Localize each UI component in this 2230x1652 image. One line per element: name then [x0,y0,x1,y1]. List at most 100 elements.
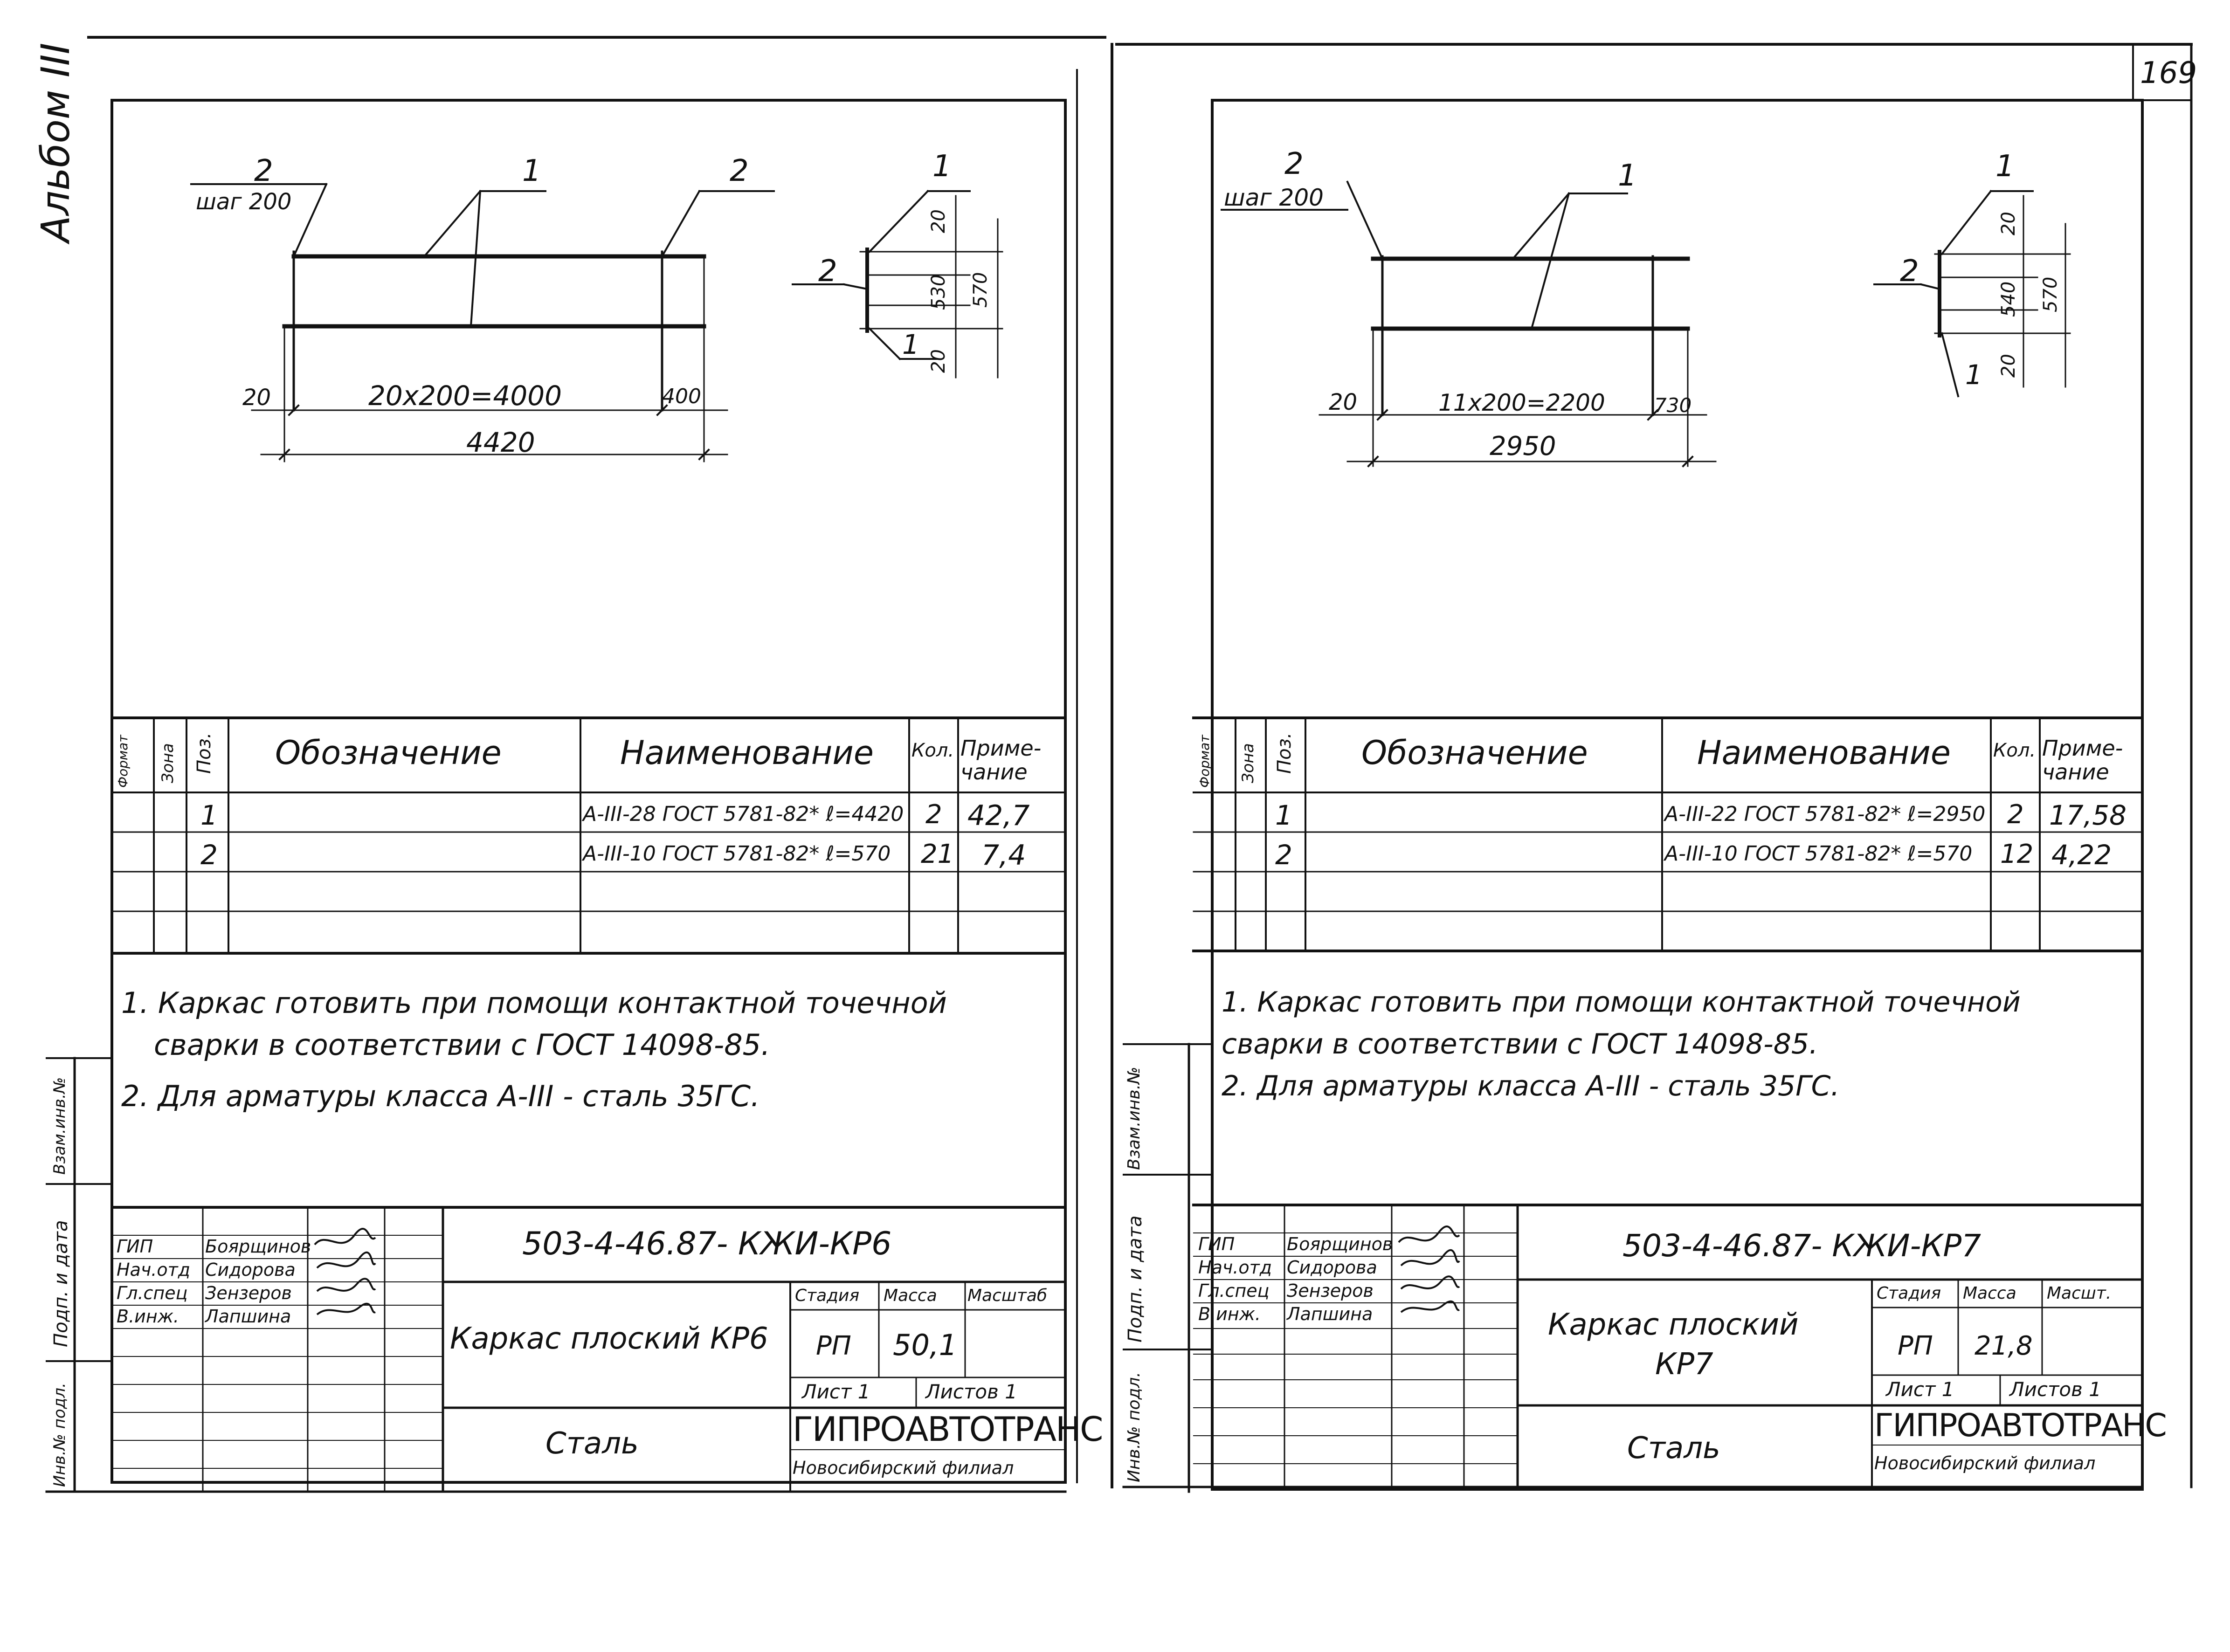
page-number: 169 [2140,56,2197,90]
stage-value-r: РП [1898,1331,1933,1361]
branch-name: Новосибирский филиал [793,1458,1014,1478]
side-label-replace: Взам.инв.№ [50,1077,69,1175]
sec-pos1-top-r: 1 [1995,149,2015,184]
dim-main-r: 11х200=2200 [1438,389,1605,416]
sec-d-bot: 20 [928,349,949,373]
stage-label: Стадия [795,1286,860,1305]
sec-d-top: 20 [928,209,949,233]
signer-role-4: В.инж. [117,1306,180,1327]
signer-role-2-r: Нач.отд [1198,1257,1272,1278]
note-1b-r: сварки в соответствии с ГОСТ 14098-85. [1222,1028,1818,1060]
row2-qty: 21 [921,839,954,869]
signer-name-4: Лапшина [205,1306,291,1327]
sec-pos2: 2 [818,254,837,289]
hdr-designation-r: Обозначение [1361,734,1588,772]
row2-pos-r: 2 [1275,839,1292,871]
hdr-designation: Обозначение [275,734,502,772]
signature-scribbles [314,1228,376,1315]
stage-value: РП [816,1331,851,1361]
step-label: шаг 200 [196,189,292,215]
left-frame [110,99,1067,1484]
dim-total-r: 2950 [1490,431,1556,461]
signer-role-4-r: В.инж. [1198,1304,1261,1324]
sheet-title-r2: КР7 [1655,1347,1713,1382]
signer-role-1: ГИП [117,1236,153,1257]
scale-label: Масштаб [967,1286,1048,1305]
signer-role-3-r: Гл.спец [1198,1280,1270,1301]
sheet-label-r: Лист 1 [1886,1378,1954,1401]
sec-d-mid: 530 [928,274,949,310]
org-name: ГИПРОАВТОТРАНС [793,1410,1103,1449]
pos1-label-r: 1 [1618,158,1637,193]
row2-pos: 2 [200,839,218,871]
signer-role-3: Гл.спец [117,1283,188,1303]
hdr-qty: Кол. [911,740,954,761]
album-label: Альбом III [33,42,78,242]
sec-d-top-r: 20 [1998,212,2019,235]
note-1-r: 1. Каркас готовить при помощи контактной… [1222,986,2021,1019]
step-label-r: шаг 200 [1224,184,1324,211]
stage-label-r: Стадия [1877,1284,1941,1303]
signer-role-2: Нач.отд [117,1260,191,1280]
signature-marks [312,1226,378,1319]
hdr-pos-r: Поз. [1274,732,1295,774]
hdr-qty-r: Кол. [1993,740,2036,761]
sec-d-all: 570 [970,272,991,308]
signer-role-1-r: ГИП [1198,1234,1235,1254]
signature-marks-r [1396,1224,1462,1317]
branch-name-r: Новосибирский филиал [1874,1453,2096,1473]
org-name-r: ГИПРОАВТОТРАНС [1874,1407,2167,1444]
sheets-label: Листов 1 [925,1380,1017,1403]
side-label-inv-r: Инв.№ подл. [1125,1372,1144,1482]
hdr-zone-r: Зона [1239,743,1257,783]
note-1b: сварки в соответствии с ГОСТ 14098-85. [154,1028,770,1062]
mass-value: 50,1 [893,1328,958,1362]
note-2-r: 2. Для арматуры класса А-III - сталь 35Г… [1222,1070,1840,1102]
right-frame [1211,99,2144,1491]
sec-d-all-r: 570 [2040,276,2061,312]
hdr-note: Приме-чание [960,736,1042,785]
row1-qty-r: 2 [2007,799,2024,830]
pos2b-label: 2 [730,154,749,188]
sec-pos1-bot: 1 [902,329,919,360]
signer-name-2: Сидорова [205,1260,296,1280]
row2-note: 7,4 [981,839,1026,872]
signer-name-3: Зензеров [205,1283,292,1303]
side-label-sign: Подп. и дата [50,1220,72,1347]
dim-main: 20х200=4000 [368,380,562,412]
sheet-title-r1: Каркас плоский [1548,1308,1799,1342]
pos2-label: 2 [254,154,273,188]
hdr-zone: Зона [159,743,177,783]
sec-pos2-r: 2 [1900,254,1919,289]
dim-left-r: 20 [1329,389,1358,415]
sec-pos1-bot-r: 1 [1965,359,1982,391]
mass-label-r: Масса [1963,1284,2016,1303]
hdr-name: Наименование [620,734,874,772]
sec-d-bot-r: 20 [1998,354,2019,378]
hdr-format: Формат [115,735,131,788]
dim-right-r: 730 [1654,394,1692,417]
pos1-label: 1 [522,154,541,188]
sheets-label-r: Листов 1 [2009,1378,2101,1401]
material-r: Сталь [1627,1431,1720,1466]
hdr-note-r: Приме-чание [2042,736,2123,785]
mass-value-r: 21,8 [1975,1331,2033,1361]
pos2-label-r: 2 [1284,147,1304,181]
row1-pos: 1 [200,799,218,831]
signer-name-4-r: Лапшина [1287,1304,1373,1324]
sheet-title: Каркас плоский КР6 [450,1322,768,1356]
signer-name-2-r: Сидорова [1287,1257,1377,1278]
row1-pos-r: 1 [1275,799,1292,831]
row2-name-r: А-III-10 ГОСТ 5781-82* ℓ=570 [1664,842,1973,866]
row1-note: 42,7 [967,799,1030,832]
row2-qty-r: 12 [2000,839,2034,869]
mass-label: Масса [884,1286,937,1305]
signature-scribbles-r [1398,1225,1460,1313]
side-label-replace-r: Взам.инв.№ [1125,1067,1144,1170]
doc-code: 503-4-46.87- КЖИ-КР6 [522,1225,892,1262]
dim-left: 20 [242,385,271,411]
row1-name: А-III-28 ГОСТ 5781-82* ℓ=4420 [583,802,904,826]
signer-name-3-r: Зензеров [1287,1280,1374,1301]
